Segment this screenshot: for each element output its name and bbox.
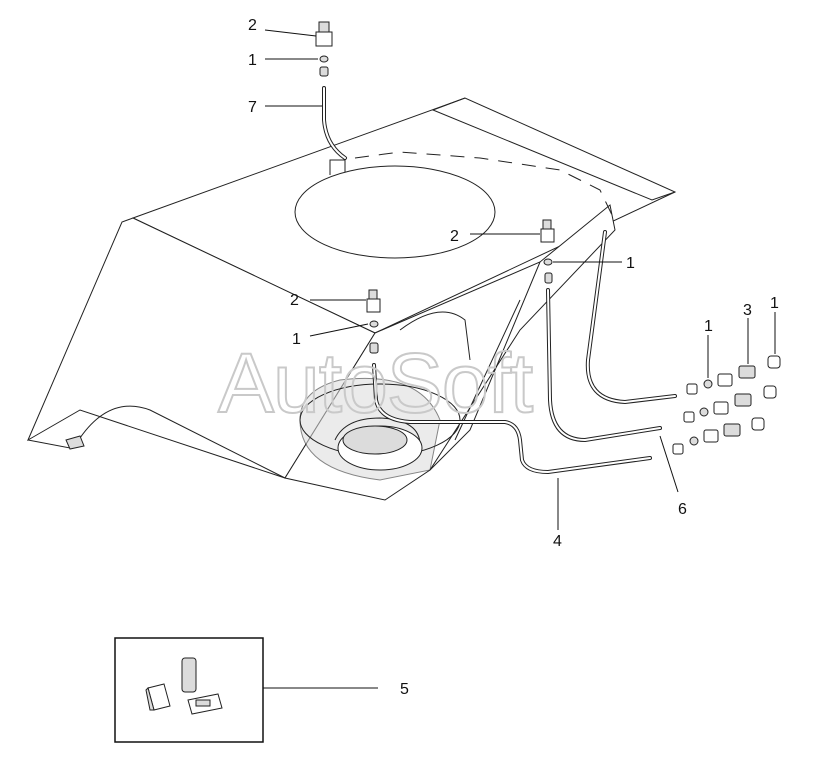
fitting-icon <box>540 219 555 243</box>
washer-icon <box>369 320 379 328</box>
nut-icon <box>686 383 698 395</box>
callout-2-mid: 2 <box>450 228 459 245</box>
washer-icon <box>699 407 709 417</box>
nut-icon <box>717 373 733 387</box>
fitting-icon <box>315 21 333 47</box>
washer-icon <box>689 436 699 446</box>
tube-7 <box>322 86 347 160</box>
block-shadow <box>145 687 155 711</box>
tank-opening <box>294 165 496 259</box>
washer-icon <box>319 55 329 63</box>
callout-1-right-b: 1 <box>770 295 779 312</box>
callout-7: 7 <box>248 99 257 116</box>
leader-lines <box>263 29 776 689</box>
callout-1-left: 1 <box>292 331 301 348</box>
callout-3: 3 <box>743 302 752 319</box>
tube-right-upper <box>585 230 677 404</box>
callout-1-top: 1 <box>248 52 257 69</box>
washer-icon <box>703 379 713 389</box>
washer-icon <box>543 258 553 266</box>
plug-icon <box>767 355 781 369</box>
fitting-icon <box>366 289 381 313</box>
plug-icon <box>763 385 777 399</box>
callout-2-top: 2 <box>248 17 257 34</box>
watermark: AutoSoft <box>218 336 533 430</box>
tube-6 <box>546 288 662 442</box>
nut-icon <box>713 401 729 415</box>
connector-icon <box>734 393 752 407</box>
connector-icon <box>723 423 741 437</box>
nut-icon <box>703 429 719 443</box>
connector-group <box>672 355 781 455</box>
callout-2-left: 2 <box>290 292 299 309</box>
callout-4: 4 <box>553 533 562 550</box>
connector-3-icon <box>738 365 756 379</box>
callout-1-right-a: 1 <box>704 318 713 335</box>
tube-end-icon <box>369 342 379 354</box>
nut-icon <box>672 443 684 455</box>
callout-1-mid: 1 <box>626 255 635 272</box>
kit-parts <box>145 657 223 715</box>
plug-icon <box>751 417 765 431</box>
bracket-slot <box>195 699 211 707</box>
fender-housing <box>26 97 677 501</box>
tube-end-icon <box>544 272 553 284</box>
pin-icon <box>181 657 197 693</box>
callout-5: 5 <box>400 681 409 698</box>
tube-end-icon <box>319 66 329 77</box>
callout-6: 6 <box>678 501 687 518</box>
callout-labels: 2 1 7 2 1 2 1 1 3 1 6 4 5 <box>248 17 779 698</box>
nut-icon <box>683 411 695 423</box>
tube-4 <box>372 363 652 474</box>
